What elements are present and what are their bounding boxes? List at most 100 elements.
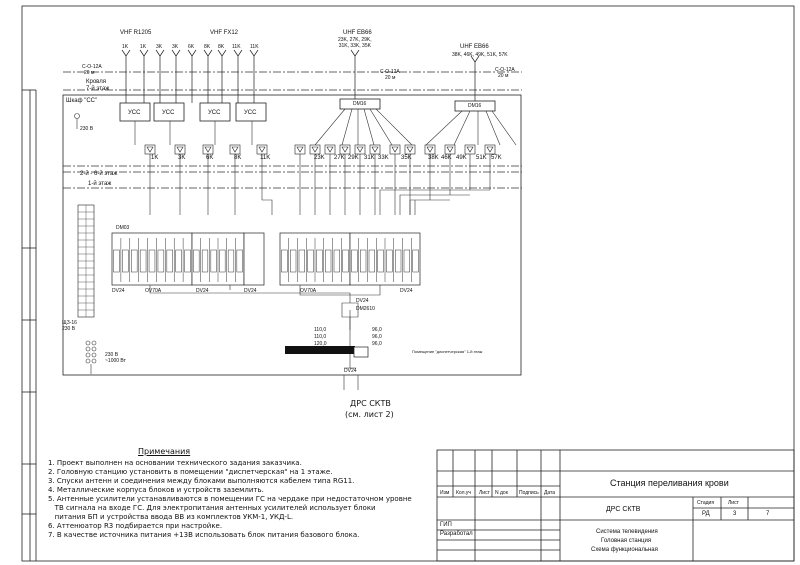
channel-output: 31K: [364, 155, 375, 161]
amplifier-icon: [446, 146, 454, 153]
module-slot: [307, 249, 314, 273]
channel-output: 46K: [441, 155, 452, 161]
uhf1-label: UHF EB66: [343, 30, 372, 36]
note-6: 6. Аттенюатор R3 подбирается при настрой…: [48, 522, 223, 530]
vhf2-channel: 11K: [250, 44, 259, 50]
amplifier-2: УСС: [162, 110, 175, 116]
cable-left: C-O-12A: [82, 64, 102, 70]
combiner: DM2610: [356, 306, 375, 312]
cable-right-len: 20 м: [498, 73, 509, 79]
tb-h-koluch: Кол.уч: [456, 490, 471, 496]
note-5: 5. Антенные усилители устанавливаются в …: [48, 495, 412, 503]
module-slot: [281, 249, 288, 273]
note-5c: питания БП и устройства ввода ВВ из комп…: [48, 513, 294, 521]
tb-h-sign: Подпись: [519, 490, 539, 496]
module-ps5: OV70A: [300, 288, 317, 294]
tb-developer: Разработал: [440, 531, 473, 537]
amplifier-3: УСС: [208, 110, 221, 116]
floor-roof: Кровля: [86, 79, 106, 85]
module-slot: [403, 249, 410, 273]
output-ps: DV24: [344, 368, 357, 374]
tb-stage-h: Стадия: [697, 500, 715, 506]
amplifier-icon: [204, 146, 212, 153]
module-slot: [193, 249, 200, 273]
note-2: 2. Головную станцию установить в помещен…: [48, 468, 333, 476]
floor-1: 1-й этаж: [88, 181, 112, 187]
dispatcher-room-bar: [285, 346, 355, 354]
amplifier-icon: [258, 146, 266, 153]
level-out-3: 96,0: [372, 341, 382, 347]
vhf2-channel: 8K: [204, 44, 211, 50]
module-slot: [201, 249, 209, 273]
note-3: 3. Спуски антенн и соединения между блок…: [48, 477, 355, 485]
tb-desc3: Схема функциональная: [591, 547, 658, 553]
module-slot: [298, 249, 305, 273]
rack-label: ЩЗ-16 230 В: [62, 320, 77, 332]
module-slot: [148, 249, 156, 273]
vhf1-channel: 1K: [122, 44, 129, 50]
module-slot: [210, 249, 217, 273]
tb-h-list: Лист: [479, 490, 490, 496]
splitter-2: DM16: [468, 103, 482, 109]
cable-left-len: 20 м: [84, 70, 95, 76]
vhf1-channel: 1K: [140, 44, 147, 50]
module-ps3: DV24: [196, 288, 209, 294]
vhf2-channel: 11K: [232, 44, 241, 50]
module-slot: [325, 249, 332, 273]
floor-7: 7-й этаж: [86, 86, 110, 92]
level-in-2: 110,0: [314, 334, 327, 340]
tb-h-date: Дата: [544, 490, 556, 496]
channel-output: 35K: [401, 155, 412, 161]
amplifier-1: УСС: [128, 110, 141, 116]
amplifier-icon: [406, 146, 414, 153]
vhf1-channel: 3K: [172, 44, 179, 50]
channel-output: 8K: [234, 155, 242, 161]
module-slot: [122, 249, 129, 273]
level-out-1: 96,0: [372, 327, 382, 333]
module-slot: [175, 249, 182, 273]
module-slot: [290, 249, 297, 273]
module-slot: [333, 249, 340, 273]
floor-2-6: 2-й - 6-й этаж: [80, 171, 118, 177]
amplifier-icon: [231, 146, 239, 153]
channel-output: 6K: [206, 155, 214, 161]
note-1: 1. Проект выполнен на основании техничес…: [48, 459, 302, 467]
module-slot: [139, 249, 147, 273]
building-outline: [62, 94, 522, 376]
module-slot: [368, 249, 375, 273]
uhf1-antenna: [350, 49, 360, 99]
tb-stage: РД: [702, 511, 710, 517]
tb-sheet: 3: [733, 511, 737, 517]
level-in-1: 110,0: [314, 327, 327, 333]
vhf1-antennas: [121, 49, 181, 103]
level-in-3: 120,0: [314, 341, 327, 347]
channel-output: 3K: [178, 155, 186, 161]
channel-output: 38K: [428, 155, 439, 161]
channel-output: 33K: [378, 155, 389, 161]
amplifier-4: УСС: [244, 110, 257, 116]
amplifier-icon: [326, 146, 334, 153]
module-ps2: OV70A: [145, 288, 162, 294]
tb-h-ndoc: N док: [495, 490, 508, 496]
module-block-1: [111, 232, 193, 286]
vhf2-channel: 6K: [188, 44, 195, 50]
module-slot: [166, 249, 173, 273]
amplifier-icon: [146, 146, 154, 153]
amplifier-icon: [486, 146, 494, 153]
module-slot: [236, 249, 243, 273]
module-dm: DM03: [116, 225, 130, 231]
rack-bottom-label: 230 В ~1000 Вт: [105, 352, 126, 364]
module-ps4: DV24: [244, 288, 257, 294]
module-ps6: DV24: [400, 288, 413, 294]
notes-title: Примечания: [138, 447, 191, 456]
splitter-1: DM16: [353, 101, 367, 107]
module-slot: [377, 249, 384, 273]
amplifier-icon: [466, 146, 474, 153]
doc-code: ДРС СКТВ: [606, 506, 641, 513]
channel-output: 1K: [151, 155, 159, 161]
vhf2-label: VHF FX12: [210, 30, 239, 36]
output-line1: ДРС СКТВ: [350, 399, 391, 408]
tb-sheets: 7: [766, 511, 770, 517]
uhf2-antenna: [470, 55, 480, 101]
level-out-2: 96,0: [372, 334, 382, 340]
